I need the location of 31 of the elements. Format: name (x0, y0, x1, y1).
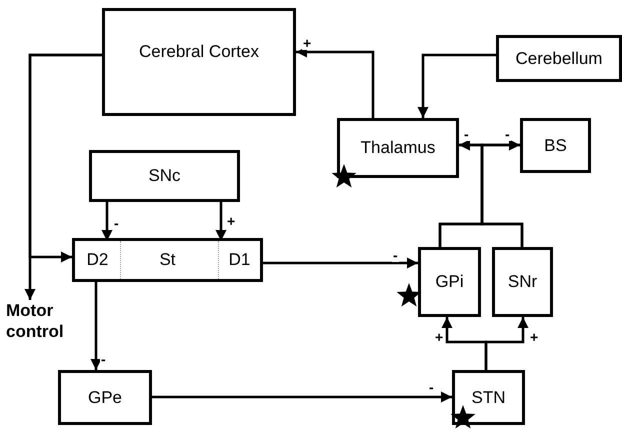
region-label: Motor control (6, 300, 65, 342)
arrow (216, 202, 226, 241)
region-label: GPe (88, 386, 122, 409)
region-label: Cerebellum (516, 48, 602, 70)
region-label: D2 (86, 249, 108, 272)
region-label: SNc (148, 165, 181, 188)
region-label: D1 (228, 249, 250, 272)
region-label: BS (544, 134, 567, 157)
region-label: St (159, 249, 176, 272)
arrow (24, 54, 102, 300)
region-box (496, 35, 622, 82)
region-box (102, 8, 296, 116)
region-box (89, 150, 240, 202)
region-box (520, 118, 591, 173)
arrow (152, 392, 452, 402)
region-label: GPi (435, 271, 464, 294)
region-box (58, 370, 152, 425)
region-label: SNr (508, 271, 538, 294)
region-box (418, 247, 481, 317)
region-box (337, 118, 459, 178)
arrow (484, 317, 528, 370)
arrow (480, 140, 524, 247)
region-label: Cerebral Cortex (139, 41, 259, 63)
region-box (452, 370, 525, 425)
arrow (296, 46, 374, 118)
arrow (418, 54, 496, 118)
region-label: STN (472, 386, 506, 409)
region-box (492, 247, 553, 317)
region-label: Thalamus (360, 137, 436, 160)
region-box (72, 238, 263, 282)
arrow (102, 202, 112, 241)
